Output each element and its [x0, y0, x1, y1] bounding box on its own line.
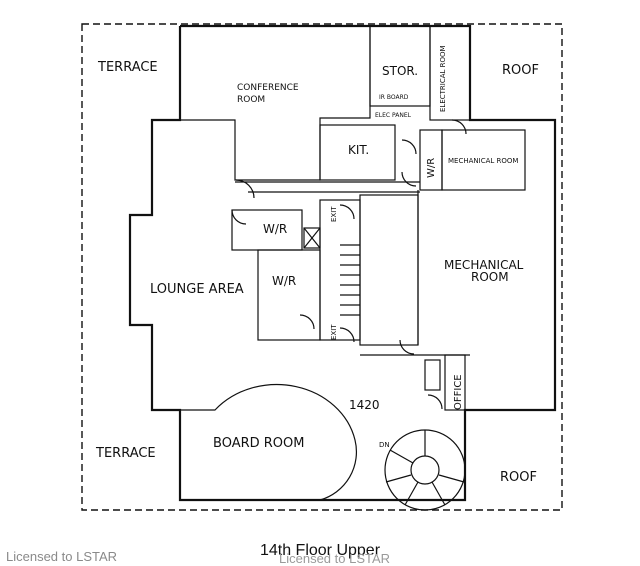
- label-storage: STOR.: [382, 64, 418, 78]
- label-wr-upper: W/R: [263, 222, 287, 236]
- label-lounge: LOUNGE AREA: [150, 282, 244, 297]
- watermark-left: Licensed to LSTAR: [6, 549, 118, 564]
- kitchen-walls: [319, 124, 396, 181]
- label-roof-top: ROOF: [502, 63, 539, 78]
- closet: [424, 359, 441, 391]
- label-mechanical-large-1: MECHANICAL: [444, 258, 524, 272]
- conference-room-walls: [180, 25, 371, 181]
- label-kitchen: KIT.: [348, 143, 369, 157]
- electrical-room-walls: [429, 25, 471, 121]
- label-mechanical-large-2: ROOM: [471, 270, 509, 284]
- stair-upper: [319, 199, 361, 341]
- spiral-stair-treads: [385, 430, 465, 506]
- label-board-room: BOARD ROOM: [213, 436, 304, 451]
- stair-treads: [340, 244, 360, 316]
- label-elec-panel: ELEC PANEL: [375, 112, 412, 119]
- label-wr-small: W/R: [426, 158, 437, 178]
- label-exit-upper: EXIT: [330, 206, 338, 222]
- label-conference-2: ROOM: [237, 95, 265, 105]
- door-swings: [231, 119, 467, 410]
- wr-lower-walls: [257, 249, 321, 341]
- label-terrace-bottom: TERRACE: [95, 446, 156, 461]
- shaft-cross-2: [303, 227, 321, 249]
- board-room-walls: [179, 383, 358, 501]
- label-mechanical-small: MECHANICAL ROOM: [448, 157, 518, 165]
- label-terrace-top: TERRACE: [97, 60, 158, 75]
- spiral-stair-inner: [410, 455, 440, 485]
- label-electrical: ELECTRICAL ROOM: [439, 45, 447, 112]
- outer-boundary: [81, 23, 563, 511]
- office-walls: [444, 354, 466, 411]
- mechanical-small-walls: [441, 129, 526, 191]
- label-exit-lower: EXIT: [330, 324, 338, 340]
- label-dn: DN: [379, 441, 390, 449]
- label-conference-1: CONFERENCE: [237, 83, 299, 93]
- watermark-center: Licensed to LSTAR: [279, 551, 391, 566]
- label-roof-bottom: ROOF: [500, 470, 537, 485]
- label-unit-number: 1420: [349, 398, 380, 412]
- plan-title: 14th Floor Upper: [259, 542, 381, 559]
- stair-core: [359, 194, 419, 346]
- label-office: OFFICE: [453, 374, 464, 410]
- label-ir-board: IR BOARD: [379, 94, 409, 101]
- label-wr-lower: W/R: [272, 274, 296, 288]
